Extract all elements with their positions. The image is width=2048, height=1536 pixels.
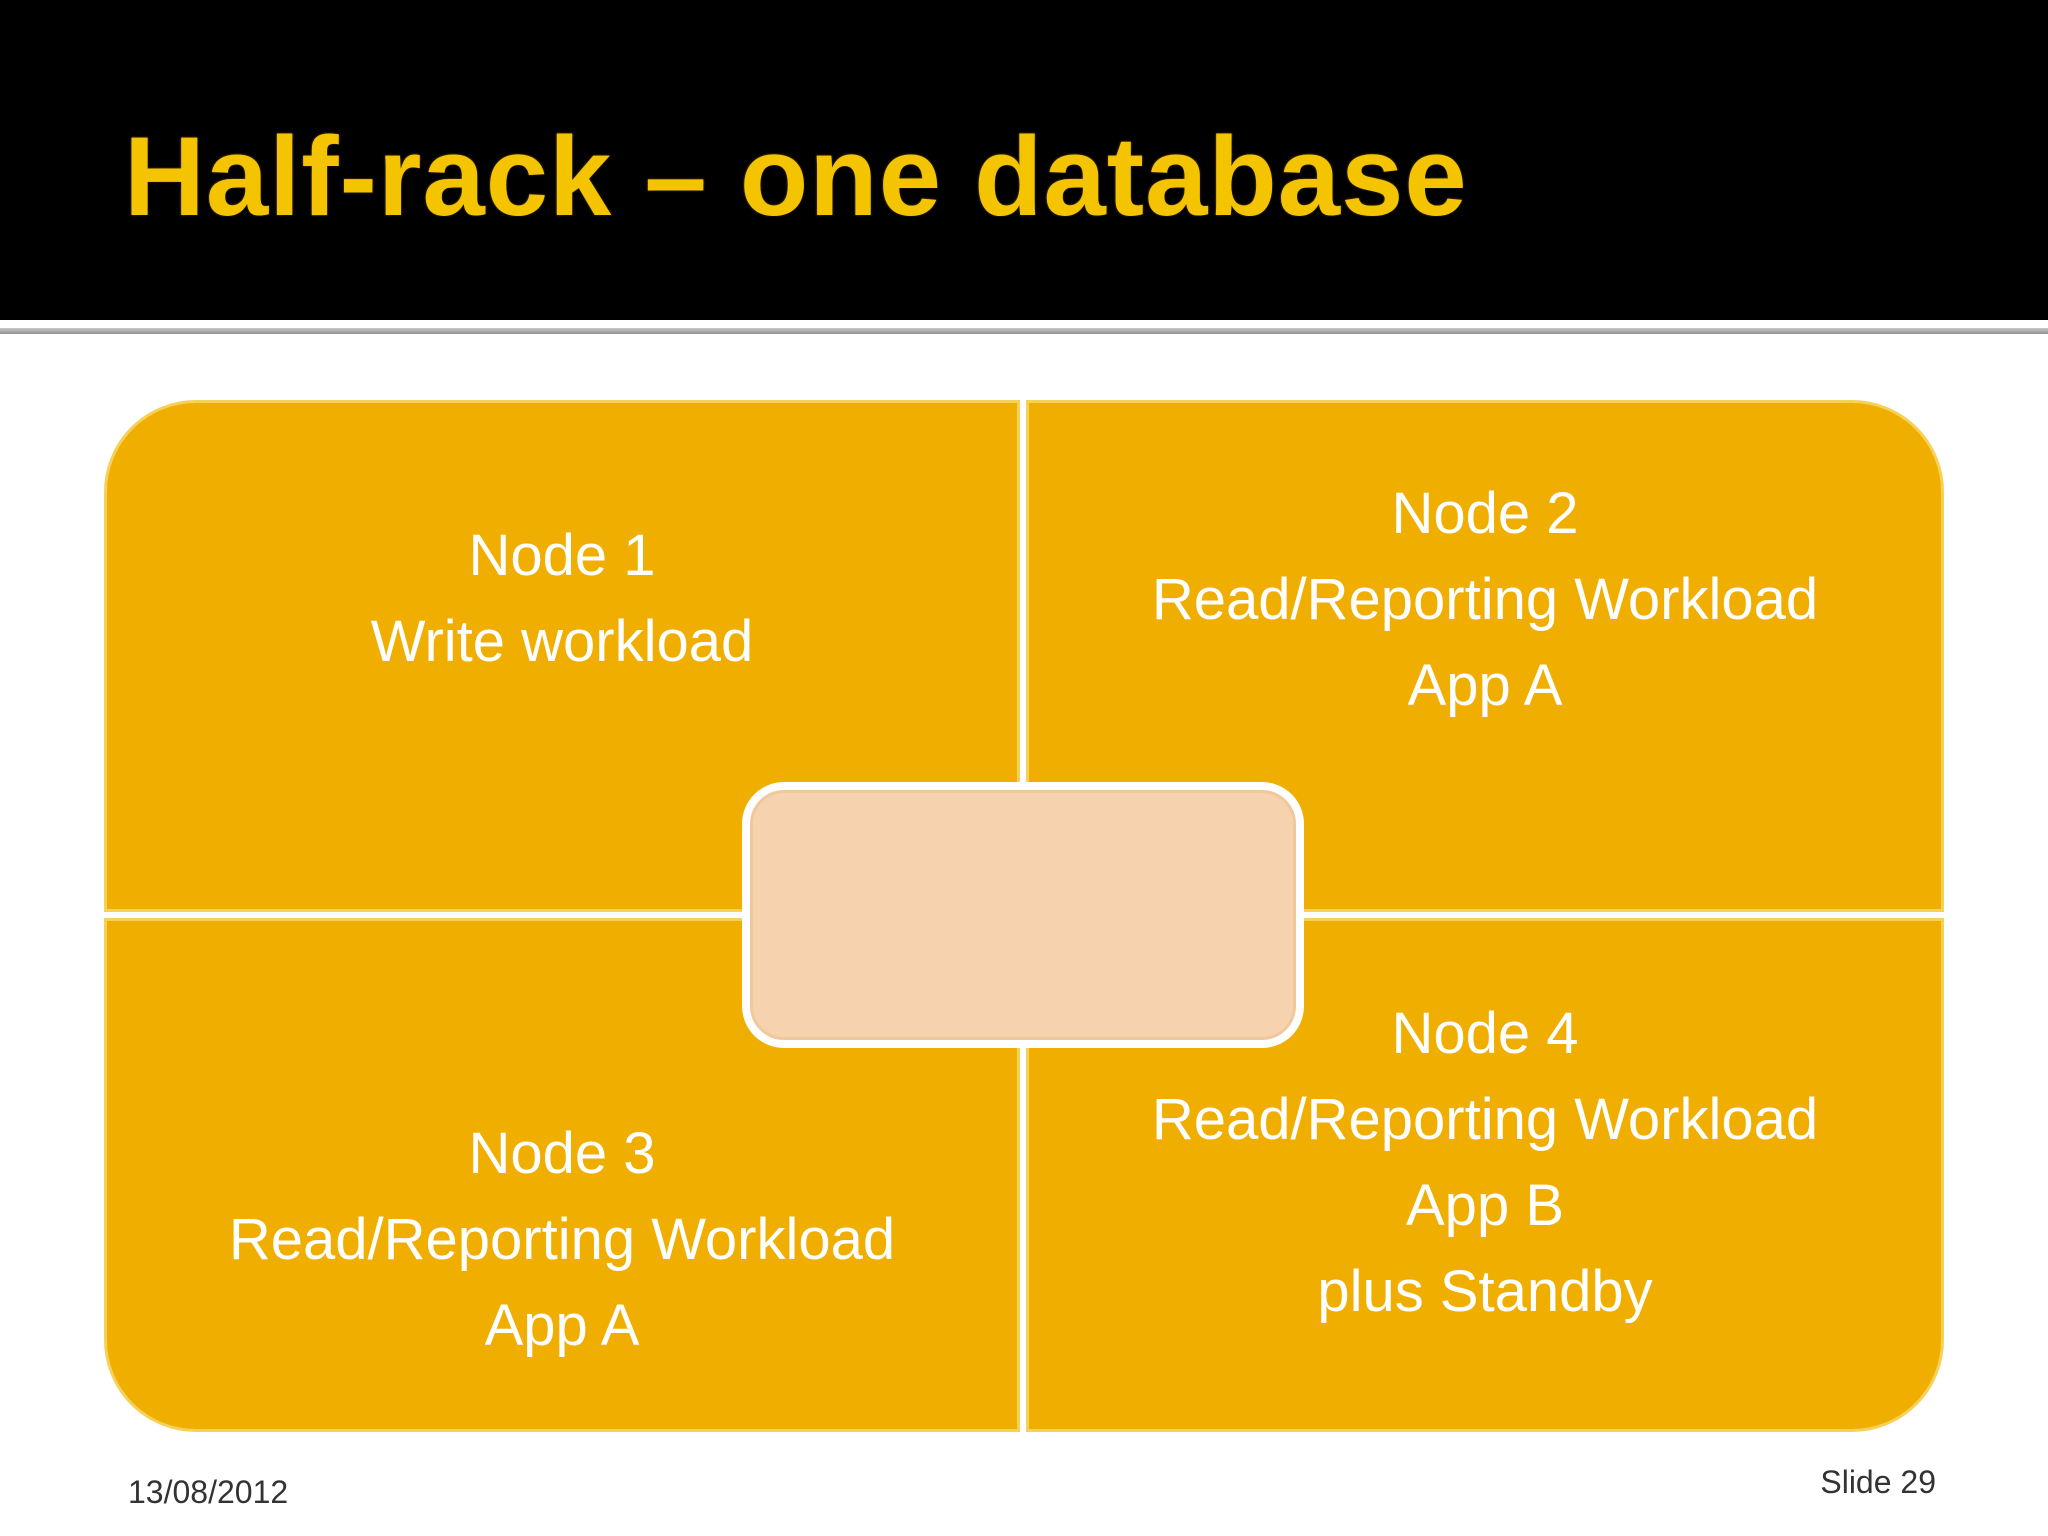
node-1-quadrant: Node 1 Write workload	[104, 400, 1020, 912]
node-4-workload: Read/Reporting Workload	[1151, 1087, 1819, 1152]
node-4-name: Node 4	[1391, 1001, 1579, 1066]
slide-title: Half-rack – one database	[124, 114, 1468, 239]
node-3-workload: Read/Reporting Workload	[228, 1207, 896, 1272]
center-database-box	[742, 782, 1304, 1048]
node-3-name: Node 3	[468, 1121, 656, 1186]
footer-date: 13/08/2012	[128, 1474, 289, 1510]
header-bar: Half-rack – one database	[0, 0, 2048, 320]
node-4-extra: plus Standby	[1317, 1259, 1653, 1324]
node-1-name: Node 1	[468, 523, 656, 588]
node-1-workload: Write workload	[370, 609, 754, 674]
node-3-app: App A	[484, 1293, 640, 1358]
node-2-workload: Read/Reporting Workload	[1151, 567, 1819, 632]
node-3-quadrant: Node 3 Read/Reporting Workload App A	[104, 918, 1020, 1432]
node-2-name: Node 2	[1391, 481, 1579, 546]
header-divider	[0, 328, 2048, 334]
footer-slide-number: Slide 29	[1820, 1464, 1936, 1500]
node-2-app: App A	[1407, 653, 1563, 718]
node-4-app: App B	[1406, 1173, 1564, 1238]
